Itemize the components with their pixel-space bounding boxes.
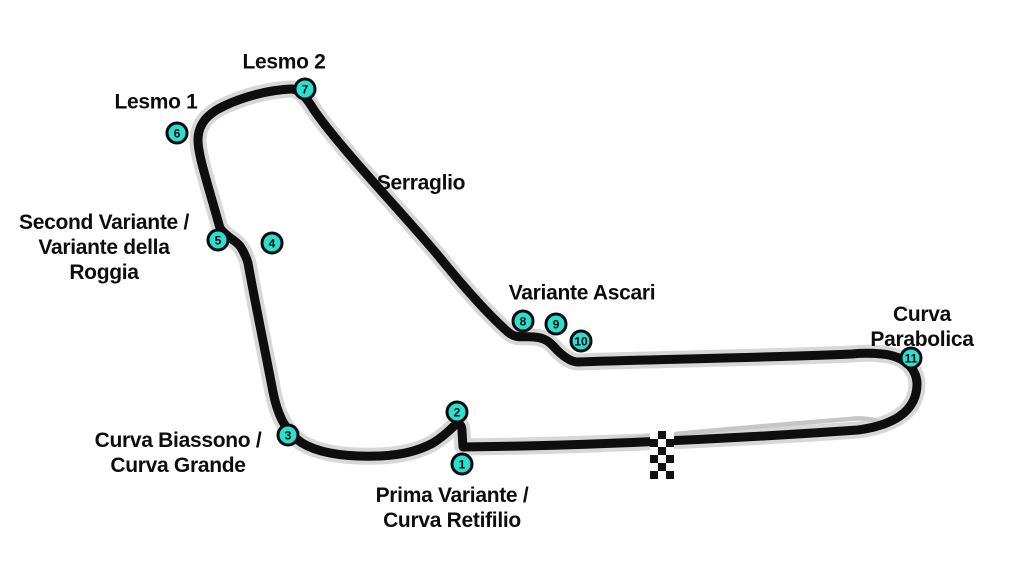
turn-marker-3: 3 xyxy=(276,423,300,447)
corner-label-lesmo-1: Lesmo 1 xyxy=(114,90,198,114)
turn-marker-11: 11 xyxy=(899,346,923,370)
corner-label-curva-biassono: Curva Biassono / Curva Grande xyxy=(94,428,262,477)
corner-label-variante-ascari: Variante Ascari xyxy=(508,281,656,305)
corner-label-serraglio: Serraglio xyxy=(376,171,466,195)
turn-marker-5: 5 xyxy=(206,228,230,252)
turn-marker-8: 8 xyxy=(511,309,535,333)
turn-marker-4: 4 xyxy=(260,231,284,255)
turn-marker-7: 7 xyxy=(293,77,317,101)
turn-marker-9: 9 xyxy=(544,312,568,336)
turn-marker-1: 1 xyxy=(450,452,474,476)
corner-label-second-variante: Second Variante / Variante della Roggia xyxy=(19,211,189,285)
turn-marker-6: 6 xyxy=(165,121,189,145)
turn-marker-10: 10 xyxy=(569,329,593,353)
corner-label-prima-variante: Prima Variante / Curva Retifilio xyxy=(375,483,529,532)
start-finish-checkered-line xyxy=(650,431,674,479)
corner-label-curva-parabolica: Curva Parabolica xyxy=(870,302,974,351)
track-casing xyxy=(189,80,926,465)
turn-marker-2: 2 xyxy=(445,400,469,424)
corner-label-lesmo-2: Lesmo 2 xyxy=(242,50,326,74)
track-path xyxy=(193,84,922,461)
